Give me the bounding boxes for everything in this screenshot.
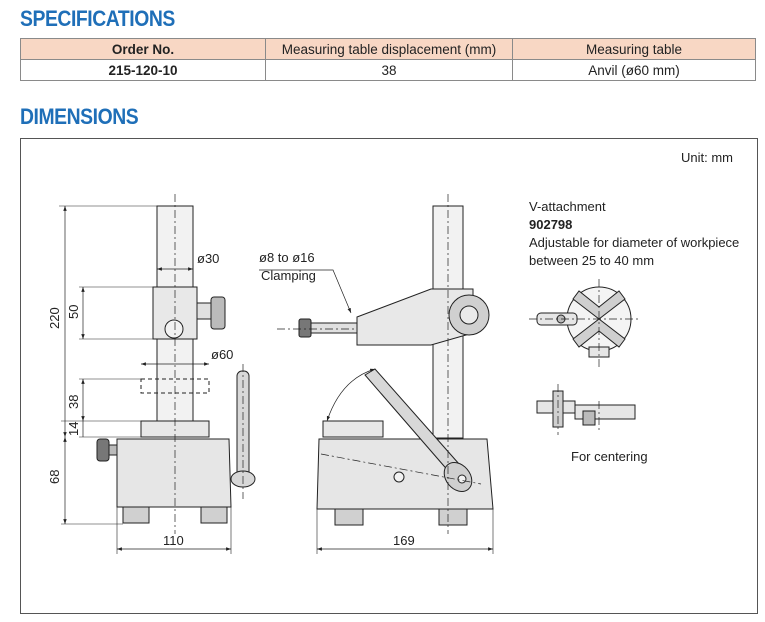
unit-label: Unit: mm <box>681 150 733 165</box>
label-d60: ø60 <box>211 347 233 362</box>
v-attachment-centering: For centering <box>571 449 648 464</box>
cell-measuring-table: Anvil (ø60 mm) <box>512 59 756 81</box>
dimensions-heading: DIMENSIONS <box>20 104 139 129</box>
cell-displacement: 38 <box>265 59 513 81</box>
front-view <box>59 194 256 554</box>
dimensions-drawing: Unit: mm <box>47 150 739 554</box>
v-attachment-desc-1: Adjustable for diameter of workpiece <box>529 235 739 250</box>
label-d30: ø30 <box>197 251 219 266</box>
table-header-row: Order No. Measuring table displacement (… <box>20 38 756 60</box>
label-w110: 110 <box>163 533 184 548</box>
label-clamping: Clamping <box>261 268 316 283</box>
label-h68: 68 <box>47 470 62 484</box>
column-header-order-no: Order No. <box>20 38 266 60</box>
column-header-measuring-table: Measuring table <box>512 38 756 60</box>
label-w169: 169 <box>393 533 415 548</box>
label-h220: 220 <box>47 307 62 329</box>
specifications-table: Order No. Measuring table displacement (… <box>20 38 756 81</box>
label-h38: 38 <box>66 395 81 409</box>
column-header-displacement: Measuring table displacement (mm) <box>265 38 513 60</box>
v-attachment-top-view <box>529 279 641 367</box>
specifications-heading: SPECIFICATIONS <box>20 6 175 31</box>
v-attachment-side-view <box>536 384 636 435</box>
v-attachment-code: 902798 <box>529 217 572 232</box>
v-attachment-title: V-attachment <box>529 199 606 214</box>
side-view <box>259 194 494 554</box>
v-attachment-desc-2: between 25 to 40 mm <box>529 253 654 268</box>
table-row: 215-120-10 38 Anvil (ø60 mm) <box>20 59 756 81</box>
label-clamp-range: ø8 to ø16 <box>259 250 315 265</box>
cell-order-no: 215-120-10 <box>20 59 266 81</box>
dimensions-drawing-box: Unit: mm <box>20 138 758 614</box>
label-h14: 14 <box>66 422 81 436</box>
label-h50: 50 <box>66 305 81 319</box>
